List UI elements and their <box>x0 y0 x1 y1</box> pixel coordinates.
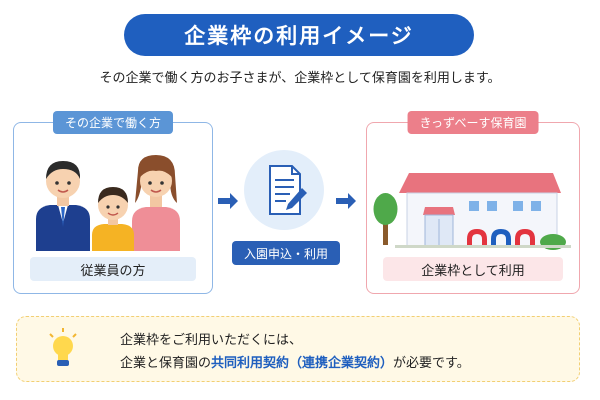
nursery-panel: きっずべーす保育園 企業枠として利用 <box>366 111 580 294</box>
application-icon-circle <box>244 150 324 230</box>
nursery-caption: 企業枠として利用 <box>383 257 563 281</box>
nursery-building-illustration <box>373 173 571 250</box>
arrow-right-icon <box>218 193 238 209</box>
note-contract-highlight: 共同利用契約（連携企業契約） <box>211 356 394 371</box>
note-line-2-post: が必要です。 <box>393 356 470 371</box>
application-label: 入園申込・利用 <box>232 241 340 265</box>
document-pen-icon <box>269 165 307 215</box>
page-title: 企業枠の利用イメージ <box>124 14 474 56</box>
note-line-2: 企業と保育園の共同利用契約（連携企業契約）が必要です。 <box>120 352 470 371</box>
note-line-1: 企業枠をご利用いただくには、 <box>120 333 303 348</box>
tree-icon <box>373 193 398 245</box>
employee-caption: 従業員の方 <box>30 257 196 281</box>
employee-panel: その企業で働く方 <box>13 111 213 294</box>
arrow-right-icon <box>336 193 356 209</box>
family-illustration <box>36 155 180 251</box>
colorful-arches <box>467 229 535 247</box>
note-line-2-pre: 企業と保育園の <box>120 356 212 371</box>
employee-panel-tag: その企業で働く方 <box>52 111 174 134</box>
nursery-panel-tag: きっずべーす保育園 <box>407 111 539 134</box>
note-box <box>16 316 580 382</box>
lightbulb-icon <box>49 328 77 366</box>
father-figure <box>36 161 90 251</box>
subtitle: その企業で働く方のお子さまが、企業枠として保育園を利用します。 <box>99 71 501 86</box>
child-figure <box>92 187 134 251</box>
mother-figure <box>132 155 180 251</box>
